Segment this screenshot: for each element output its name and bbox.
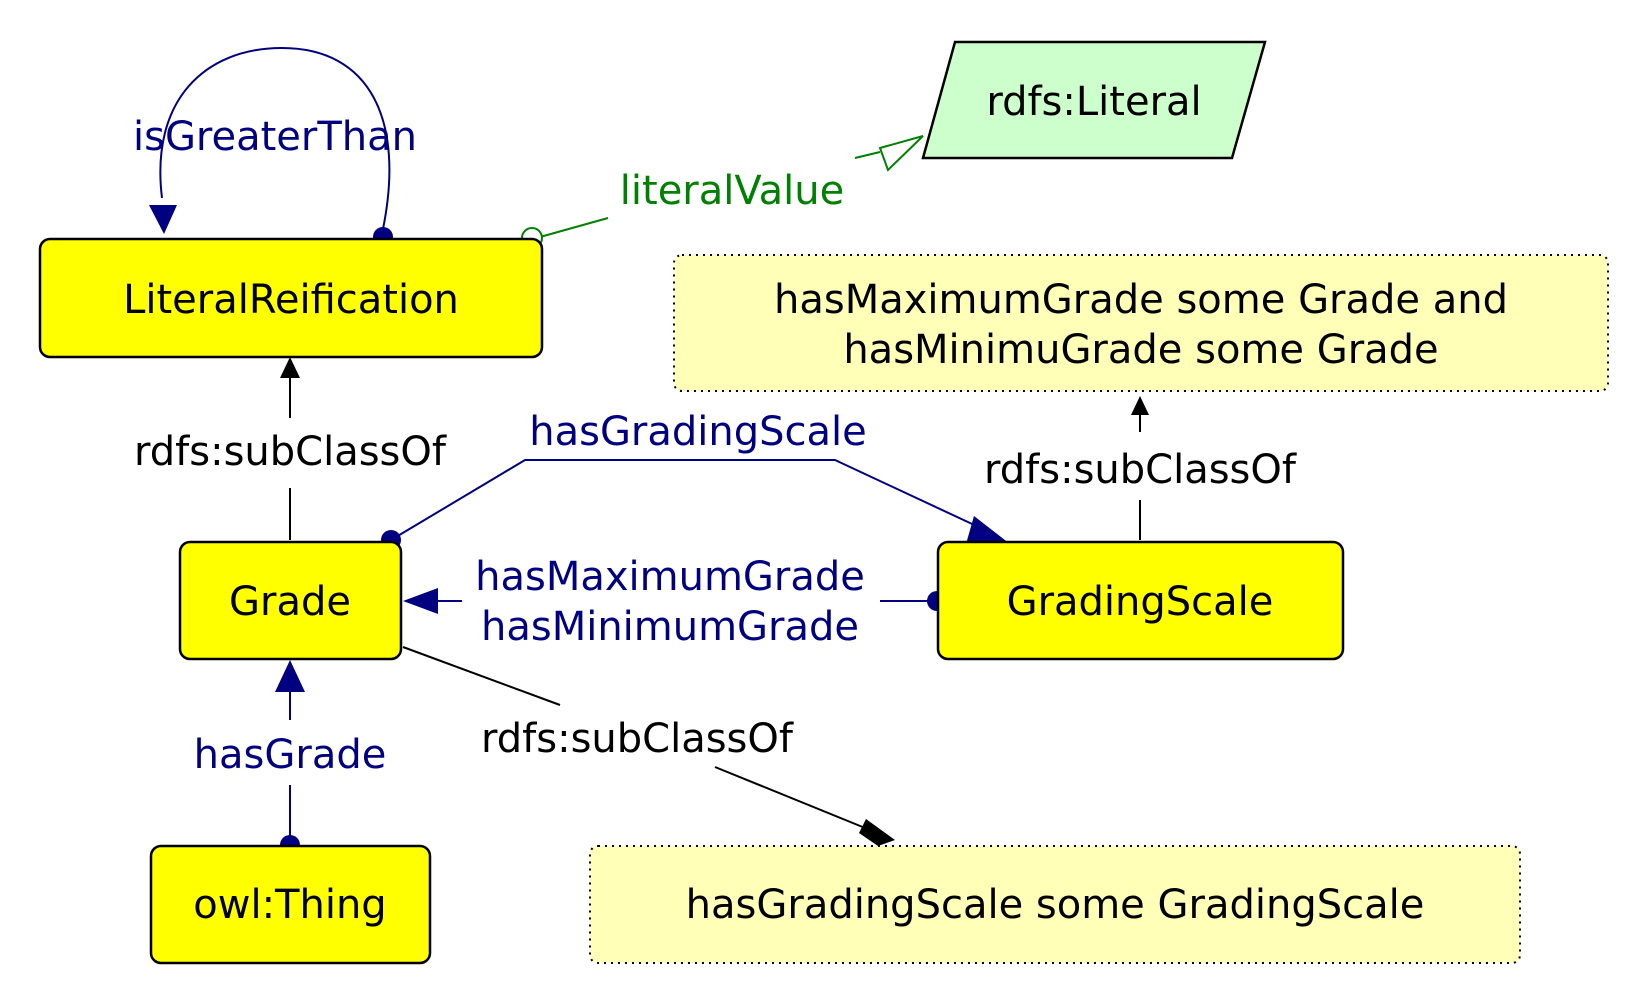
- has-max-min-grade-arrowhead: [403, 588, 438, 614]
- node-restriction-grading-scale[interactable]: hasGradingScale some GradingScale: [589, 845, 1521, 964]
- has-maximum-grade-label: hasMaximumGrade: [475, 554, 865, 600]
- literal-value-line-lower: [539, 217, 609, 238]
- is-greater-than-arrowhead: [149, 205, 177, 234]
- node-rdfs-literal[interactable]: rdfs:Literal: [921, 40, 1267, 160]
- edge-grading-scale-subclass: rdfs:subClassOf: [984, 396, 1297, 540]
- grade-subclass-label: rdfs:subClassOf: [134, 429, 447, 475]
- node-literal-reification[interactable]: LiteralReification: [38, 237, 544, 359]
- has-grading-scale-line: [390, 459, 986, 541]
- restriction-grading-scale-label: hasGradingScale some GradingScale: [686, 882, 1425, 928]
- grading-scale-box: [936, 540, 1345, 661]
- grading-scale-label: GradingScale: [1007, 579, 1274, 625]
- grade-restriction-subclass-arrowhead: [859, 819, 895, 846]
- edge-literal-value: literalValue: [521, 135, 924, 249]
- owl-thing-label: owl:Thing: [193, 882, 386, 928]
- literal-value-line-upper: [854, 151, 881, 159]
- restriction-max-min-line-1: hasMaximumGrade some Grade and: [774, 277, 1508, 323]
- grading-scale-subclass-arrowhead: [1131, 396, 1149, 415]
- node-restriction-max-min[interactable]: hasMaximumGrade some Grade and hasMinimu…: [673, 254, 1609, 392]
- restriction-grading-scale-box: [589, 845, 1521, 964]
- literal-value-arrowhead: [878, 135, 924, 172]
- edge-is-greater-than: isGreaterThan: [133, 46, 417, 247]
- edge-has-grade: hasGrade: [194, 660, 387, 855]
- edge-has-max-min-grade: hasMaximumGrade hasMinimumGrade: [403, 554, 947, 650]
- grade-restriction-subclass-label: rdfs:subClassOf: [481, 716, 794, 762]
- edge-grade-restriction-subclass: rdfs:subClassOf: [402, 646, 895, 846]
- grade-restriction-subclass-line-lower: [714, 766, 871, 831]
- is-greater-than-label: isGreaterThan: [133, 114, 417, 160]
- node-grading-scale[interactable]: GradingScale: [936, 540, 1345, 661]
- literal-reification-box: [38, 237, 544, 359]
- has-minimum-grade-label: hasMinimumGrade: [481, 604, 859, 650]
- has-grade-arrowhead: [275, 660, 305, 692]
- is-greater-than-loop: [159, 46, 391, 230]
- literal-value-label: literalValue: [620, 168, 844, 214]
- node-grade[interactable]: Grade: [178, 540, 403, 661]
- edge-has-grading-scale: hasGradingScale: [381, 409, 1010, 550]
- has-grading-scale-arrowhead: [966, 516, 1010, 544]
- rdfs-literal-box: [921, 40, 1267, 160]
- node-owl-thing[interactable]: owl:Thing: [149, 844, 432, 965]
- has-grade-label: hasGrade: [194, 732, 387, 778]
- literal-reification-label: LiteralReification: [123, 277, 459, 323]
- owl-thing-box: [149, 844, 432, 965]
- has-grading-scale-label: hasGradingScale: [529, 409, 867, 455]
- grade-subclass-arrowhead: [280, 357, 300, 378]
- grade-restriction-subclass-line-upper: [402, 646, 561, 706]
- grade-label: Grade: [229, 579, 351, 625]
- restriction-max-min-line-2: hasMinimuGrade some Grade: [843, 327, 1438, 373]
- rdfs-literal-label: rdfs:Literal: [986, 79, 1201, 125]
- grade-box: [178, 540, 403, 661]
- grading-scale-subclass-label: rdfs:subClassOf: [984, 447, 1297, 493]
- edge-grade-subclass: rdfs:subClassOf: [134, 357, 447, 540]
- restriction-max-min-box: [673, 254, 1609, 392]
